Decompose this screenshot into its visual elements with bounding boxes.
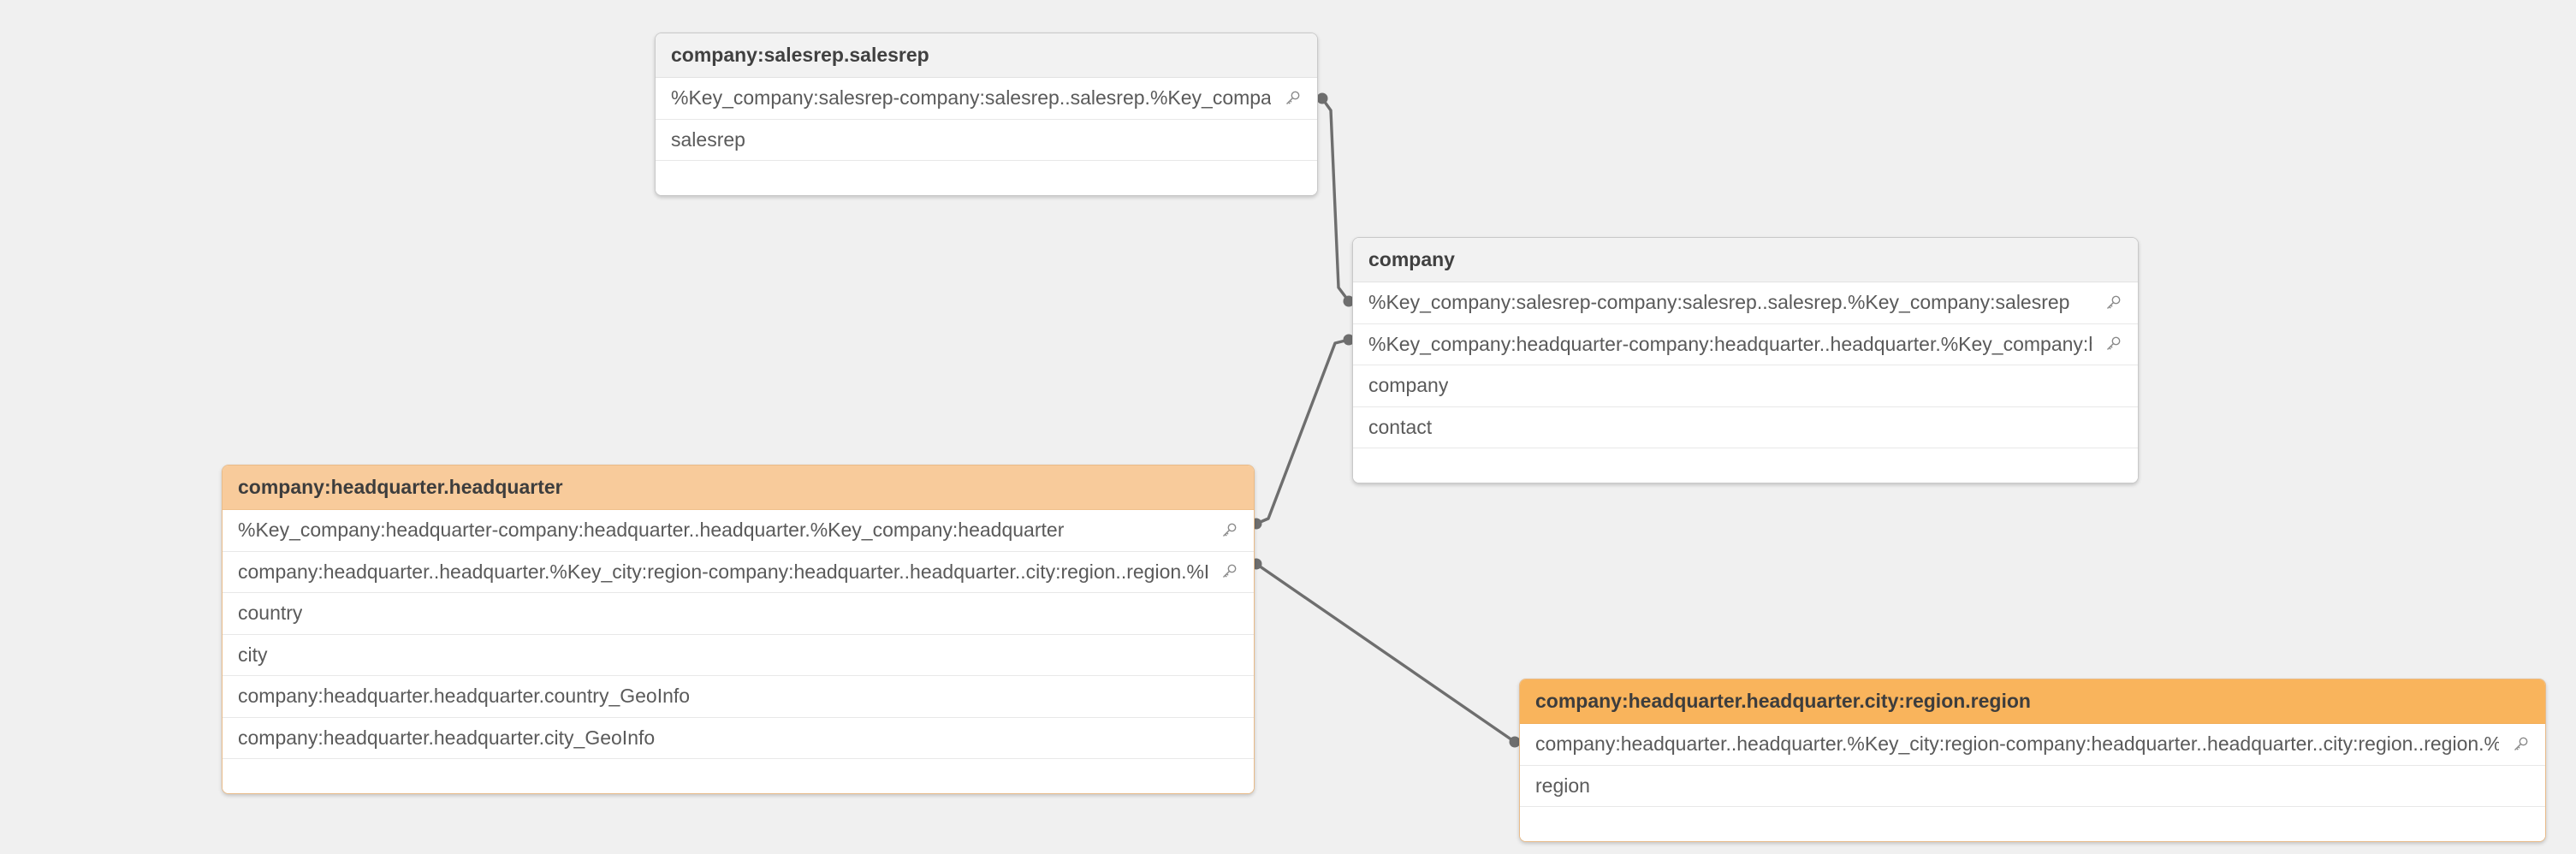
table-field-row[interactable]: salesrep	[656, 119, 1317, 162]
table-field-row[interactable]: company:headquarter.headquarter.country_…	[223, 676, 1254, 718]
table-row-empty	[223, 759, 1254, 794]
field-label: %Key_company:salesrep-company:salesrep..…	[671, 86, 1271, 110]
table-card-headquarter[interactable]: company:headquarter.headquarter %Key_comp…	[222, 465, 1255, 795]
key-icon	[2104, 335, 2122, 353]
table-field-row[interactable]: %Key_company:headquarter-company:headqua…	[1353, 323, 2138, 366]
field-label: company:headquarter.headquarter.country_…	[238, 685, 691, 708]
relationship-link-salesrep-to-company	[1321, 97, 1350, 303]
table-title-headquarter: company:headquarter.headquarter	[223, 466, 1254, 511]
field-label: region	[1535, 774, 1590, 797]
table-title-salesrep: company:salesrep.salesrep	[656, 33, 1317, 79]
table-field-row[interactable]: company	[1353, 365, 2138, 407]
table-field-row[interactable]: country	[223, 593, 1254, 635]
field-label: company	[1368, 374, 1449, 397]
table-field-row[interactable]: %Key_company:headquarter-company:headqua…	[223, 510, 1254, 552]
field-label: company:headquarter.headquarter.city_Geo…	[238, 726, 656, 749]
key-icon	[1220, 521, 1238, 540]
key-icon	[2104, 294, 2122, 312]
table-field-row[interactable]: contact	[1353, 406, 2138, 449]
relationship-link-headquarter-to-region	[1255, 562, 1517, 744]
field-label: company:headquarter..headquarter.%Key_ci…	[238, 560, 1208, 583]
field-label: salesrep	[671, 128, 745, 151]
table-field-row[interactable]: %Key_company:salesrep-company:salesrep..…	[656, 78, 1317, 120]
relationship-link-headquarter-to-company	[1255, 338, 1350, 525]
table-title-region: company:headquarter.headquarter.city:reg…	[1520, 679, 2545, 725]
table-row-empty	[1353, 448, 2138, 483]
table-title-company: company	[1353, 238, 2138, 283]
table-row-empty	[1520, 807, 2545, 842]
field-label: city	[238, 643, 268, 666]
table-row-empty	[656, 161, 1317, 196]
table-card-region[interactable]: company:headquarter.headquarter.city:reg…	[1519, 679, 2546, 843]
field-label: %Key_company:headquarter-company:headqua…	[238, 519, 1065, 542]
table-field-row[interactable]: company:headquarter..headquarter.%Key_ci…	[1520, 724, 2545, 766]
key-icon	[1283, 89, 1302, 108]
table-field-row[interactable]: company:headquarter.headquarter.city_Geo…	[223, 717, 1254, 760]
field-label: country	[238, 602, 303, 625]
field-label: %Key_company:headquarter-company:headqua…	[1368, 332, 2092, 355]
field-label: %Key_company:salesrep-company:salesrep..…	[1368, 291, 2070, 314]
table-card-salesrep[interactable]: company:salesrep.salesrep %Key_company:sa…	[655, 33, 1318, 197]
table-field-row[interactable]: region	[1520, 765, 2545, 808]
table-card-company[interactable]: company %Key_company:salesrep-company:sal…	[1352, 237, 2139, 484]
link-endpoint-salesrep	[1316, 92, 1328, 104]
table-field-row[interactable]: city	[223, 634, 1254, 677]
key-icon	[1220, 562, 1238, 581]
table-field-row[interactable]: company:headquarter..headquarter.%Key_ci…	[223, 551, 1254, 594]
table-field-row[interactable]: %Key_company:salesrep-company:salesrep..…	[1353, 282, 2138, 324]
field-label: contact	[1368, 415, 1433, 438]
key-icon	[2511, 735, 2530, 754]
field-label: company:headquarter..headquarter.%Key_ci…	[1535, 732, 2499, 756]
